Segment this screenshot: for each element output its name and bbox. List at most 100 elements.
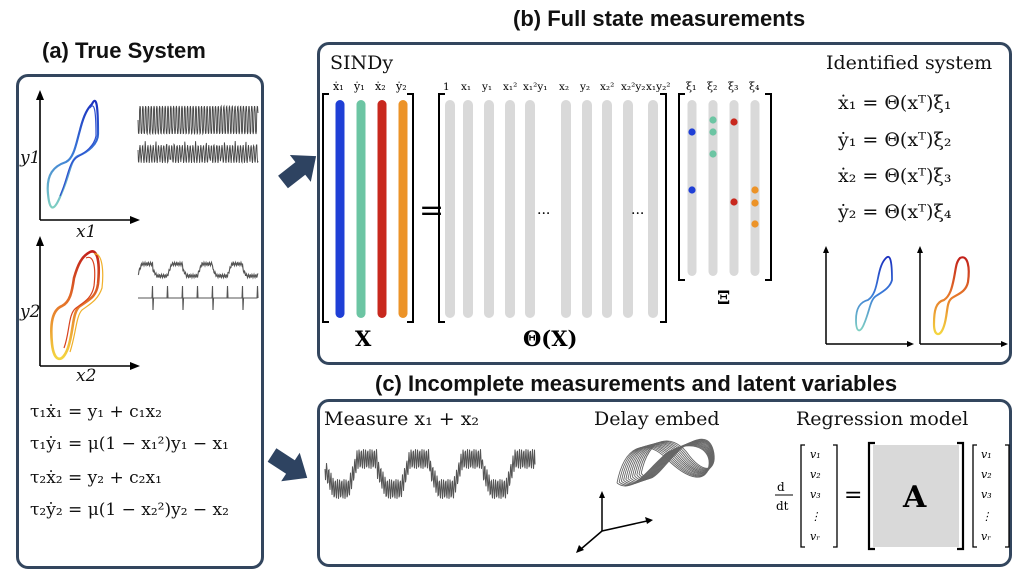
xi-coefficient-dot: [709, 116, 717, 124]
x-matrix: ẋ₁ ẏ₁ ẋ₂ ẏ₂: [322, 80, 414, 323]
true-eq-4: τ₂ẏ₂ = μ(1 − x₂²)y₂ − x₂: [30, 500, 229, 520]
xi-header-2: ξ₂: [707, 80, 717, 93]
true-eq-3: τ₂ẋ₂ = y₂ + c₂x₁: [30, 468, 162, 488]
theta-column-1: [445, 100, 455, 318]
v-left-5: vᵣ: [810, 530, 820, 543]
delay-embedding-attractor: [576, 438, 715, 553]
measured-signal: [324, 449, 536, 499]
plot2-xlabel: x2: [76, 366, 97, 386]
sindy-label: SINDy: [330, 52, 394, 74]
identified-eq-2: ẏ₁ = Θ(xᵀ)ξ₂: [838, 129, 952, 151]
theta-header-1: 1: [443, 81, 450, 93]
theta-header-5: x₁²y₁: [523, 81, 547, 93]
identified-eq-3: ẋ₂ = Θ(xᵀ)ξ₃: [838, 165, 952, 187]
delay-embed-label: Delay embed: [594, 408, 720, 430]
theta-header-7: y₂: [579, 81, 590, 93]
panel-b-title: (b) Full state measurements: [513, 6, 806, 31]
theta-column-2: [463, 100, 473, 318]
theta-header-8: x₂²: [600, 81, 614, 93]
theta-column-10: [648, 100, 658, 318]
theta-ellipsis-1: ...: [537, 202, 550, 218]
true-eq-1: τ₁ẋ₁ = y₁ + c₁x₂: [30, 402, 162, 422]
delay-loop: [640, 438, 715, 479]
panel-a-graphics: [36, 90, 259, 370]
regression-equals: =: [844, 483, 862, 508]
x-column-3: [377, 100, 387, 318]
v-left-3: v₃: [810, 488, 821, 501]
delay-loop: [634, 440, 713, 481]
xi-coefficient-dot: [730, 198, 738, 206]
regression-label: Regression model: [796, 408, 969, 430]
matrix-a-label: A: [902, 480, 927, 515]
theta-column-5: [525, 100, 535, 318]
xi-coefficient-dot: [688, 186, 696, 194]
xi-column-3: [729, 100, 739, 276]
theta-column-4: [505, 100, 515, 318]
x-header-2: ẏ₁: [353, 80, 365, 93]
phase-plot-2: [36, 236, 140, 370]
v-right-3: v₃: [981, 488, 992, 501]
x-header-1: ẋ₁: [333, 80, 344, 93]
v-right-4: ⋮: [981, 510, 992, 523]
identified-title: Identified system: [826, 52, 993, 74]
theta-ellipsis-2: ...: [631, 202, 644, 218]
v-right-2: v₂: [981, 468, 992, 481]
ddt-top: d: [777, 480, 785, 494]
plot1-xlabel: x1: [76, 222, 97, 242]
v-right-1: v₁: [981, 448, 992, 461]
identified-eq-1: ẋ₁ = Θ(xᵀ)ξ₁: [838, 92, 952, 114]
theta-header-4: x₁²: [503, 81, 517, 93]
time-series-y2: [138, 285, 259, 311]
theta-header-9: x₂²y₂: [621, 81, 645, 93]
x-header-4: ẏ₂: [395, 80, 407, 93]
x-matrix-label: X: [355, 326, 372, 351]
identified-phase-plots: [823, 246, 1008, 347]
theta-column-7: [582, 100, 592, 318]
v-left-1: v₁: [810, 448, 821, 461]
panel-a-title: (a) True System: [42, 38, 206, 63]
delay-loop: [638, 439, 715, 480]
identified-phase-plot-2: [917, 246, 1008, 347]
xi-coefficient-dot: [751, 220, 759, 228]
phase-plot-1: [36, 90, 140, 224]
v-left-4: ⋮: [810, 510, 821, 523]
x-header-3: ẋ₂: [375, 80, 386, 93]
xi-header-1: ξ₁: [686, 80, 696, 93]
ddt-bottom: dt: [776, 499, 789, 513]
x-column-2: [356, 100, 366, 318]
delay-loop: [636, 440, 714, 481]
xi-coefficient-dot: [751, 186, 759, 194]
plot1-ylabel: y1: [20, 148, 41, 168]
xi-coefficient-dot: [709, 128, 717, 136]
xi-matrix-label: Ξ: [717, 287, 730, 309]
xi-coefficient-dot: [730, 118, 738, 126]
x-column-1: [335, 100, 345, 318]
time-series-x1: [137, 104, 259, 136]
matrix-a-block: [873, 445, 959, 547]
theta-column-8: [602, 100, 612, 318]
theta-column-9: [623, 100, 633, 318]
true-eq-2: τ₁ẏ₁ = μ(1 − x₁²)y₁ − x₁: [30, 434, 229, 454]
x-column-4: [398, 100, 408, 318]
theta-header-10: x₁y₂²: [646, 81, 670, 93]
identified-eq-4: ẏ₂ = Θ(xᵀ)ξ₄: [838, 201, 952, 223]
xi-coefficient-dot: [709, 150, 717, 158]
theta-matrix-label: Θ(X): [523, 326, 577, 351]
theta-header-6: x₂: [559, 81, 569, 93]
theta-header-2: x₁: [461, 81, 471, 93]
xi-column-2: [708, 100, 718, 276]
panel-c-title: (c) Incomplete measurements and latent v…: [375, 371, 898, 396]
plot2-ylabel: y2: [20, 302, 41, 322]
xi-coefficient-dot: [751, 199, 759, 207]
identified-phase-plot-1: [823, 246, 914, 347]
xi-header-3: ξ₃: [728, 80, 738, 93]
equals-sign: =: [419, 193, 444, 228]
v-left-2: v₂: [810, 468, 821, 481]
theta-column-6: [561, 100, 571, 318]
theta-column-3: [484, 100, 494, 318]
